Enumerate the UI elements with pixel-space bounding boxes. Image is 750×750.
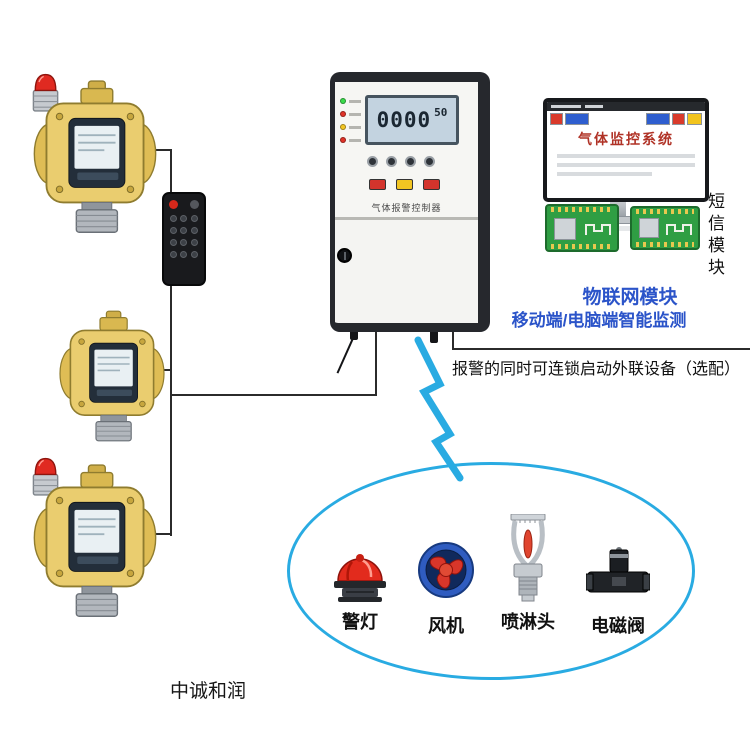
gas-detector-icon [32,457,157,617]
gsm-module-icon-1 [545,204,619,252]
device-label-fan: 风机 [428,616,464,636]
device-label-solenoid-valve: 电磁阀 [591,616,645,636]
note-pointer-line [452,348,750,350]
controller-cable-gland-right [430,330,438,343]
connector-line-vertical-bus [170,150,172,536]
beacon-light-icon [32,73,59,112]
remote-power-button [169,200,178,209]
interlock-note: 报警的同时可连锁启动外联设备（选配） [452,361,741,378]
gsm-module-icon-2 [630,206,700,250]
iot-module-subtitle: 移动端/电脑端智能监测 [511,311,687,330]
sprinkler-head-icon [502,514,554,604]
device-label-sprinkler: 喷淋头 [501,612,555,632]
controller-panel-label: 气体报警控制器 [371,203,442,213]
fault-led [340,124,346,130]
iot-module-title: 物联网模块 [582,287,678,308]
controller-front-panel: 0000 50 气体报警控制器 [335,82,478,220]
remote-control [162,192,206,286]
controller-status-leds [340,98,361,143]
reset-button [423,179,440,190]
solenoid-valve-icon [586,546,650,602]
power-led [340,98,346,104]
test-button [396,179,413,190]
rf-shield [639,218,659,238]
controller-cable-gland-left [350,330,358,340]
controller-function-buttons [369,179,440,190]
down-key [386,156,397,167]
mute-button [369,179,386,190]
beacon-light-icon [32,457,59,496]
gas-detector-1 [25,68,165,234]
monitor-shadow [563,226,689,231]
gas-detector-icon [32,73,157,233]
remote-top-row [169,200,199,209]
up-key [367,156,378,167]
lightning-bolt-icon [414,336,464,482]
controller-arrow-keys [367,156,435,167]
lcd-reading: 0000 [376,108,432,132]
pcb-antenna-icon [666,224,692,235]
gas-detector-3 [25,452,165,618]
connector-line-to-controller [170,394,377,396]
connector-line-detector1 [146,149,172,151]
rf-shield [554,218,576,240]
software-title: 气体监控系统 [578,131,674,147]
software-toolbar-blocks [547,111,705,127]
sms-module-label: 短信模块 [705,192,724,280]
monitor-titlebar [547,102,705,111]
remote-ir-led [190,200,199,209]
pc-monitor: 气体监控系统 [543,98,709,231]
controller-lcd: 0000 50 [365,95,459,145]
connector-line-detector3 [146,533,172,535]
alarm-led [340,111,346,117]
door-lock-icon [337,248,352,263]
connector-line-note-drop [452,332,454,349]
lcd-secondary-reading: 50 [434,106,448,119]
pcb-antenna-icon [585,224,611,235]
relay-led [340,137,346,143]
linked-devices-ellipse [287,462,695,680]
warning-light-icon [330,537,390,603]
gas-detector-2 [52,300,172,442]
brand-name: 中诚和润 [169,681,246,702]
remote-keypad [169,215,199,258]
monitor-screen: 气体监控系统 [543,98,709,202]
left-key [405,156,416,167]
gas-detector-icon [59,310,165,442]
fan-icon [417,541,475,599]
controller-antenna-whip [336,338,354,374]
device-label-warning-light: 警灯 [342,612,378,632]
connector-line-controller-drop [375,332,377,396]
gas-alarm-controller: 0000 50 气体报警控制器 [330,72,490,332]
enter-key [424,156,435,167]
